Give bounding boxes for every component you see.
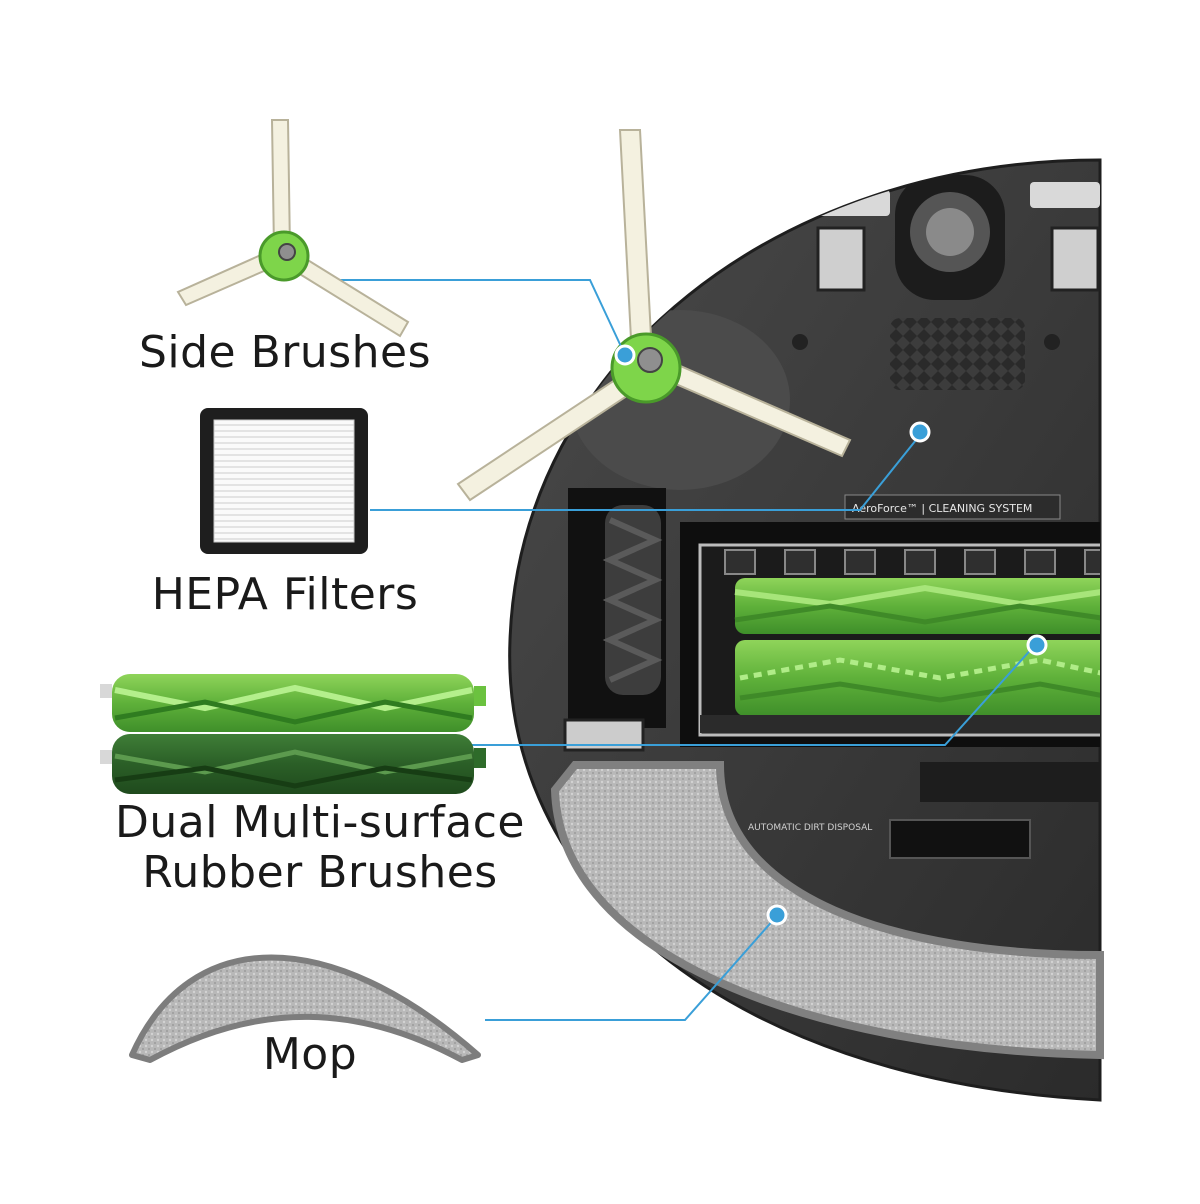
aeroforce-text: AeroForce™ | CLEANING SYSTEM (852, 502, 1032, 515)
installed-brush-bottom (735, 640, 1100, 716)
callout-dot (766, 904, 788, 926)
dirt-port (920, 762, 1100, 802)
callout-dot (614, 344, 636, 366)
vent-grill (890, 318, 1025, 390)
mop-label: Mop (262, 1029, 358, 1080)
caster-wheel (895, 175, 1005, 300)
cliff-sensor (816, 226, 866, 292)
callout-mop (485, 917, 776, 1021)
installed-brush-top (734, 578, 1100, 634)
rubber-brushes-label-line2: Rubber Brushes (142, 847, 498, 898)
drive-wheel (568, 488, 666, 728)
callout-rubber (425, 644, 1036, 746)
dirt-disposal-text: AUTOMATIC DIRT DISPOSAL (748, 823, 872, 833)
installed-side-brush (456, 129, 852, 502)
mop-part (129, 954, 481, 1063)
rubber-brushes-label-line1: Dual Multi-surface (115, 797, 525, 848)
callout-dot (909, 421, 931, 443)
robot-vacuum: AeroForce™ | CLEANING SYSTEM (456, 129, 1104, 1102)
callout-side-brush (322, 279, 626, 356)
dirt-disposal-port (889, 819, 1031, 859)
callout-dots (614, 344, 1048, 926)
hepa-filters-label: HEPA Filters (151, 569, 419, 620)
cliff-sensor (1050, 226, 1100, 292)
side-brushes-label: Side Brushes (138, 327, 432, 378)
callout-hepa (370, 434, 921, 511)
installed-mop-pad (550, 761, 1104, 1060)
side-brush-part (176, 119, 410, 338)
hepa-filter-part (200, 408, 368, 554)
screw (1044, 334, 1060, 350)
bumper-sensor (1030, 182, 1100, 208)
screw (792, 334, 808, 350)
rubber-brushes-part (100, 674, 486, 794)
callout-dot (1026, 634, 1048, 656)
brush-cage (680, 522, 1100, 747)
callout-lines (322, 279, 1036, 1021)
